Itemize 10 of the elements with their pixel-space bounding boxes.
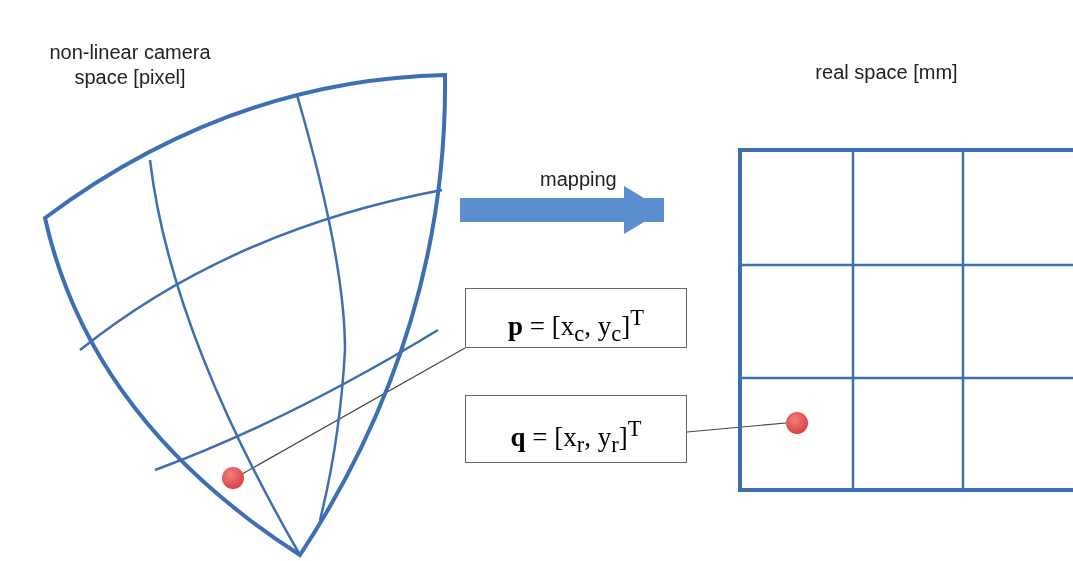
edge-label: mapping bbox=[540, 168, 617, 191]
block-arrow bbox=[460, 186, 664, 234]
point-marker bbox=[222, 467, 244, 489]
formula-box: p = [x$_{c}$, y$_{c}$]$^{T}$ bbox=[465, 288, 687, 348]
space-heading: non-linear camera space [pixel] bbox=[48, 40, 212, 90]
formula-box: q = [x$_{r}$, y$_{r}$]$^{T}$ bbox=[465, 395, 687, 463]
point-marker bbox=[786, 412, 808, 434]
space-heading: real space [mm] bbox=[814, 60, 959, 85]
leader-line bbox=[686, 422, 787, 433]
leader-line bbox=[241, 347, 466, 475]
